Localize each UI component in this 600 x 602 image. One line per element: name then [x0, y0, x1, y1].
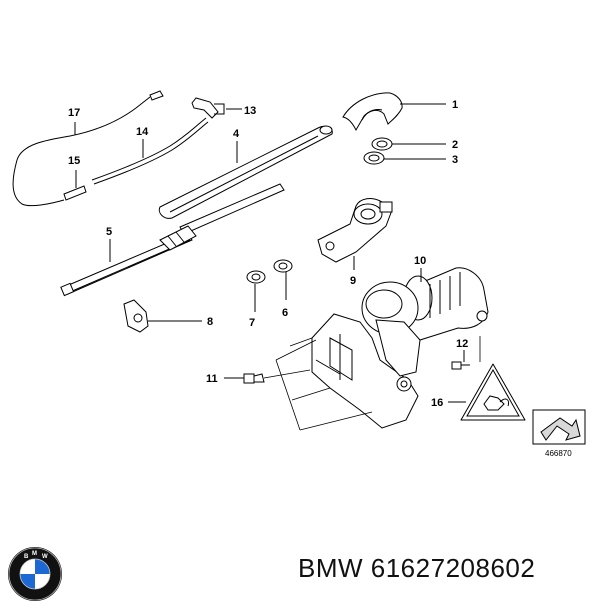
part-4-wiper-arm [158, 125, 333, 235]
bmw-logo-icon: B M W [8, 547, 62, 601]
part-11-bolt [243, 373, 265, 384]
part-10-wiper-motor [311, 267, 489, 429]
part-6-grommet [273, 259, 293, 273]
part-9-bracket [317, 198, 393, 263]
callout-16: 16 [431, 397, 443, 409]
alignment-lines [263, 336, 481, 431]
callout-8: 8 [207, 316, 213, 328]
part-17-cable [12, 90, 164, 207]
callout-1: 1 [452, 99, 458, 111]
callout-17: 17 [68, 107, 80, 119]
part-3-washer [363, 151, 385, 165]
part-1-cap [342, 92, 403, 132]
callout-11: 11 [206, 373, 218, 385]
callout-14: 14 [136, 126, 149, 138]
part-14-hose [91, 117, 209, 185]
callout-6: 6 [282, 307, 288, 319]
callout-15: 15 [68, 155, 80, 167]
part-15-connector [63, 185, 87, 201]
callout-4: 4 [233, 128, 240, 140]
callout-13: 13 [244, 105, 256, 117]
part-5-wiper-blade [60, 225, 197, 297]
part-16-warning-label [460, 363, 526, 421]
callout-10: 10 [414, 255, 426, 267]
part-2-washer [371, 137, 393, 151]
callout-5: 5 [106, 226, 112, 238]
svg-text:M: M [32, 551, 37, 557]
svg-text:W: W [42, 554, 48, 560]
callout-9: 9 [350, 275, 356, 287]
callout-3: 3 [452, 154, 458, 166]
svg-text:B: B [24, 554, 29, 560]
part-12-screw [451, 361, 470, 370]
part-13-clip [191, 97, 225, 119]
callout-12: 12 [456, 338, 468, 350]
direction-arrow-box [532, 409, 586, 445]
part-8-mount [123, 299, 149, 333]
part-number-caption: BMW 61627208602 [298, 553, 536, 583]
callout-7: 7 [249, 317, 255, 329]
reference-number: 466870 [545, 449, 572, 458]
callout-2: 2 [452, 139, 458, 151]
part-7-grommet [246, 270, 266, 284]
